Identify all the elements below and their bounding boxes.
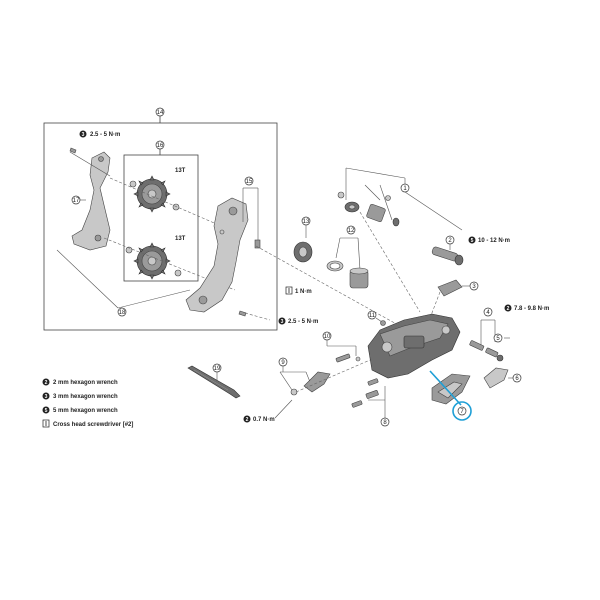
hex3-tool-icon-label: 3 bbox=[82, 132, 85, 138]
callout-1: 1 bbox=[403, 186, 407, 192]
callout-5: 5 bbox=[496, 336, 500, 342]
cable-tool-part bbox=[187, 365, 241, 399]
callout-6: 6 bbox=[515, 376, 519, 382]
outer-plate-part bbox=[71, 151, 111, 251]
legend-hex3-icon bbox=[42, 392, 50, 400]
hex2-tool-icon bbox=[243, 415, 251, 423]
hex2-tool-icon bbox=[504, 304, 512, 312]
pulley-bottom-teeth: 13T bbox=[175, 236, 186, 242]
spring-ring-part bbox=[326, 260, 344, 272]
torque-pulley-screw: 1 N·m bbox=[295, 289, 312, 295]
callout-7: 7 bbox=[460, 409, 464, 415]
callout-17-circle[interactable] bbox=[71, 195, 81, 205]
callout-3: 3 bbox=[472, 284, 476, 290]
hex3-tool-icon bbox=[79, 130, 87, 138]
cable-bolt-part bbox=[351, 378, 379, 408]
legend-hex5-icon-label: 5 bbox=[45, 408, 48, 414]
callout-7-circle[interactable] bbox=[457, 406, 467, 416]
hex2-tool-icon-label: 2 bbox=[507, 306, 510, 312]
callout-4-circle[interactable] bbox=[483, 307, 493, 317]
hex3-tool-icon-label: 3 bbox=[281, 319, 284, 325]
pulley-group-frame bbox=[123, 154, 199, 282]
callout-3-circle[interactable] bbox=[469, 281, 479, 291]
hex3-tool-icon bbox=[278, 317, 286, 325]
legend-item-hex3: 3 mm hexagon wrench bbox=[53, 394, 118, 400]
callout-12: 12 bbox=[348, 228, 355, 234]
callout-9: 9 bbox=[281, 360, 285, 366]
legend-item-hex5: 5 mm hexagon wrench bbox=[53, 408, 118, 414]
callout-16: 16 bbox=[157, 143, 164, 149]
pin-part bbox=[335, 353, 361, 363]
callout-13: 13 bbox=[303, 219, 310, 225]
callout-18: 18 bbox=[119, 310, 126, 316]
legend-hex3-icon-label: 3 bbox=[45, 394, 48, 400]
torque-adjust: 7.8 - 9.8 N·m bbox=[514, 306, 549, 312]
mounting-bolt-part bbox=[431, 246, 464, 266]
adjust-screw-part bbox=[469, 340, 504, 362]
callout-14: 14 bbox=[157, 110, 164, 116]
legend-hex5-icon bbox=[42, 406, 50, 414]
torque-mount-bolt: 10 - 12 N·m bbox=[478, 238, 510, 244]
legend-item-hex2: 2 mm hexagon wrench bbox=[53, 380, 118, 386]
callout-6-circle[interactable] bbox=[512, 373, 522, 383]
pulley-top bbox=[133, 175, 171, 213]
hex2-tool-icon-label: 2 bbox=[246, 417, 249, 423]
tool-legend: 2 2 mm hexagon wrench 3 3 mm hexagon wre… bbox=[42, 378, 133, 428]
spring-sleeve-part bbox=[349, 267, 369, 289]
callout-16-circle[interactable] bbox=[155, 140, 165, 150]
highlight-ring bbox=[452, 401, 472, 421]
callout-15-circle[interactable] bbox=[244, 176, 254, 186]
callout-4: 4 bbox=[486, 310, 490, 316]
cable-guide-part bbox=[290, 371, 331, 396]
callout-19: 19 bbox=[214, 366, 221, 372]
torque-outer-plate: 2.5 - 5 N·m bbox=[90, 132, 120, 138]
cage-assembly-group: 14 16 3 2.5 - 5 N·m 17 13T bbox=[43, 107, 278, 331]
callout-5-circle[interactable] bbox=[493, 333, 503, 343]
torque-cable: 0.7 N·m bbox=[253, 417, 275, 423]
b-tension-plate-part bbox=[437, 279, 463, 297]
inner-plate-part bbox=[185, 197, 249, 313]
callout-2: 2 bbox=[448, 238, 452, 244]
pulley-bottom bbox=[133, 242, 171, 280]
legend-hex2-icon bbox=[42, 378, 50, 386]
callout-8: 8 bbox=[383, 420, 387, 426]
callout-15: 15 bbox=[246, 179, 253, 185]
hex5-tool-icon bbox=[468, 236, 476, 244]
bushing-part bbox=[293, 241, 313, 263]
hex5-tool-icon-label: 5 bbox=[471, 238, 474, 244]
callout-11-circle[interactable] bbox=[367, 310, 377, 320]
callout-12-circle[interactable] bbox=[346, 225, 356, 235]
cover-plate-part bbox=[483, 367, 509, 389]
b-axle-part bbox=[337, 191, 400, 227]
pulley-top-teeth: 13T bbox=[175, 168, 186, 174]
highlighted-part-7 bbox=[431, 373, 471, 405]
cage-group-frame bbox=[43, 122, 278, 331]
callout-14-circle[interactable] bbox=[155, 107, 165, 117]
legend-hex2-icon-label: 2 bbox=[45, 380, 48, 386]
callout-11: 11 bbox=[369, 313, 376, 319]
derailleur-body-part bbox=[367, 313, 461, 379]
callout-17: 17 bbox=[73, 198, 80, 204]
callout-10: 10 bbox=[324, 334, 331, 340]
torque-inner-plate: 2.5 - 5 N·m bbox=[288, 319, 318, 325]
callout-8-circle[interactable] bbox=[380, 417, 390, 427]
highlight-leader-line bbox=[429, 370, 462, 406]
legend-item-screwdriver: Cross head screwdriver [#2] bbox=[53, 422, 133, 428]
callout-18-circle[interactable] bbox=[117, 307, 127, 317]
